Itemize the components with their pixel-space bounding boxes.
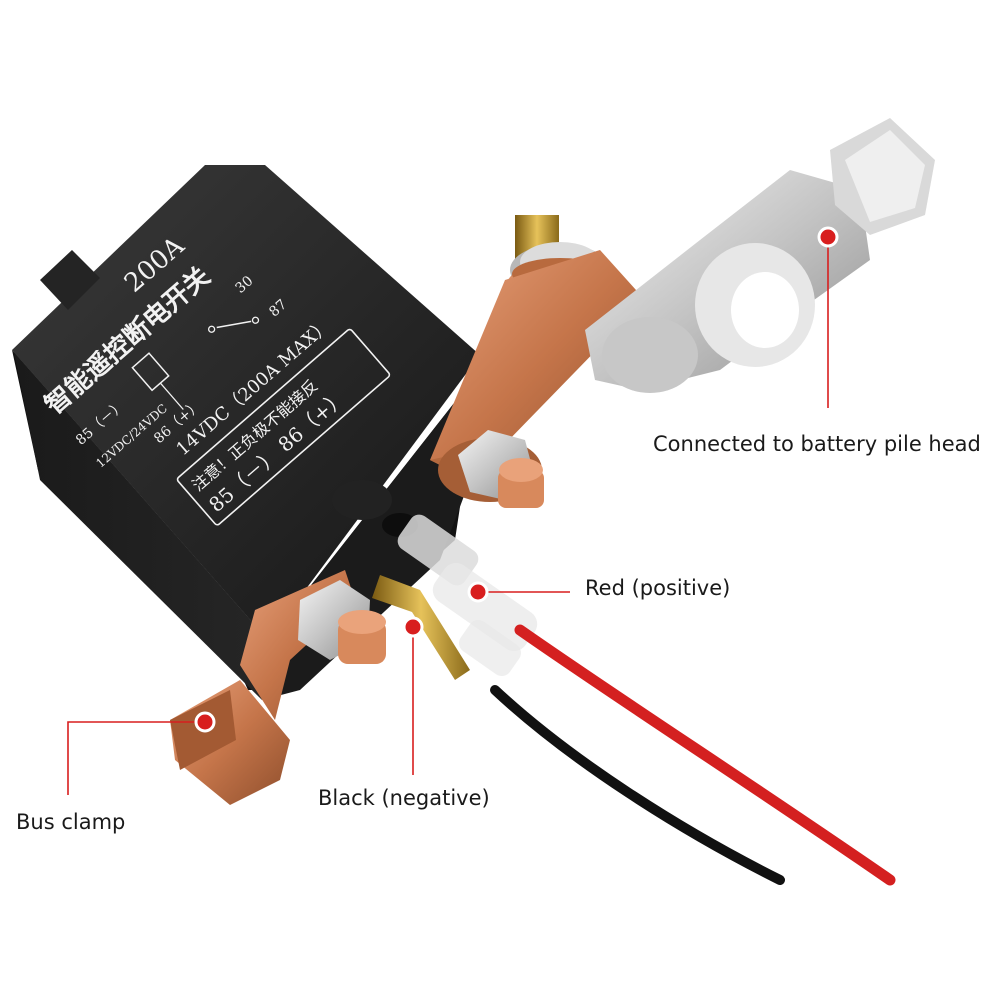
- callout-battery-label: Connected to battery pile head: [653, 432, 981, 456]
- battery-clamp: [585, 118, 935, 393]
- callout-bus-marker: [67, 711, 216, 795]
- callout-red-marker: [467, 581, 570, 603]
- callout-red-positive-label: Red (positive): [585, 576, 731, 600]
- callout-bus-clamp-label: Bus clamp: [16, 810, 126, 834]
- wire-terminals: [372, 514, 538, 680]
- warning-box: [176, 328, 391, 526]
- callout-black-negative-label: Black (negative): [318, 786, 490, 810]
- callout-battery-marker: [817, 226, 839, 408]
- red-wire: [514, 624, 896, 886]
- left-terminal-and-bus-clamp: [170, 570, 386, 805]
- right-hex-nut: [458, 430, 544, 508]
- black-wire: [490, 685, 785, 885]
- callout-black-marker: [402, 616, 424, 775]
